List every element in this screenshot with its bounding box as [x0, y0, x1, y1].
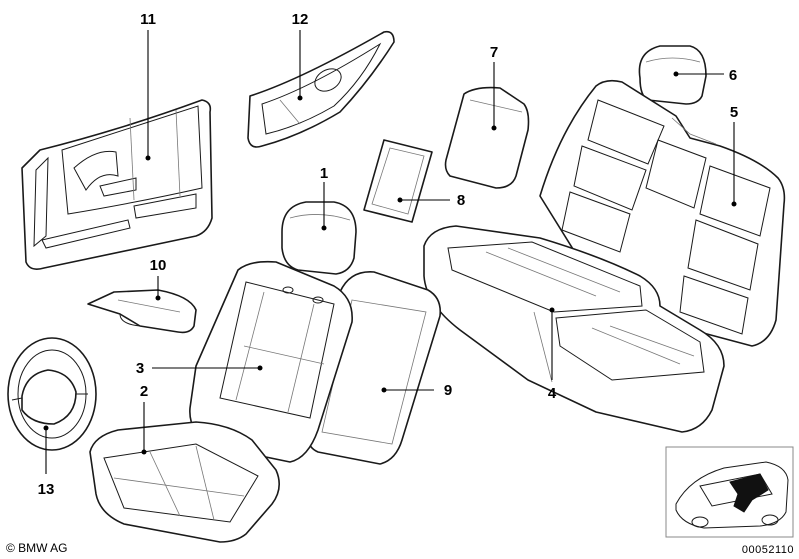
leader-lines	[43, 30, 737, 474]
cover-panel	[363, 139, 433, 223]
callout-5: 5	[730, 104, 738, 121]
callout-4: 4	[548, 385, 557, 402]
callout-13: 13	[38, 481, 55, 498]
armrest	[87, 289, 197, 334]
callout-10: 10	[150, 257, 167, 274]
callout-1: 1	[320, 165, 328, 182]
callout-8: 8	[457, 192, 465, 209]
rear-seat-cushion	[423, 225, 725, 433]
headrest-front	[281, 201, 357, 275]
seat-cushion-cover	[89, 421, 280, 543]
inset-car-thumbnail	[665, 446, 794, 538]
callout-3: 3	[136, 360, 144, 377]
copyright-text: © BMW AG	[6, 541, 68, 555]
callout-6: 6	[729, 67, 737, 84]
backrest-front-cover	[189, 260, 353, 463]
diagram-number: 00052110	[742, 544, 794, 556]
callout-12: 12	[292, 11, 309, 28]
steering-wheel	[7, 337, 97, 451]
callout-2: 2	[140, 383, 148, 400]
callout-7: 7	[490, 44, 498, 61]
headrest-rear	[638, 45, 707, 105]
callout-11: 11	[140, 11, 156, 28]
callout-9: 9	[444, 382, 452, 399]
door-panel-front	[21, 99, 213, 270]
callout-labels: 11 12 7 6 5 8 1 10 3 9 4 2 13	[38, 11, 739, 498]
rear-side-bolster	[444, 86, 530, 189]
rear-side-trim	[247, 30, 395, 148]
